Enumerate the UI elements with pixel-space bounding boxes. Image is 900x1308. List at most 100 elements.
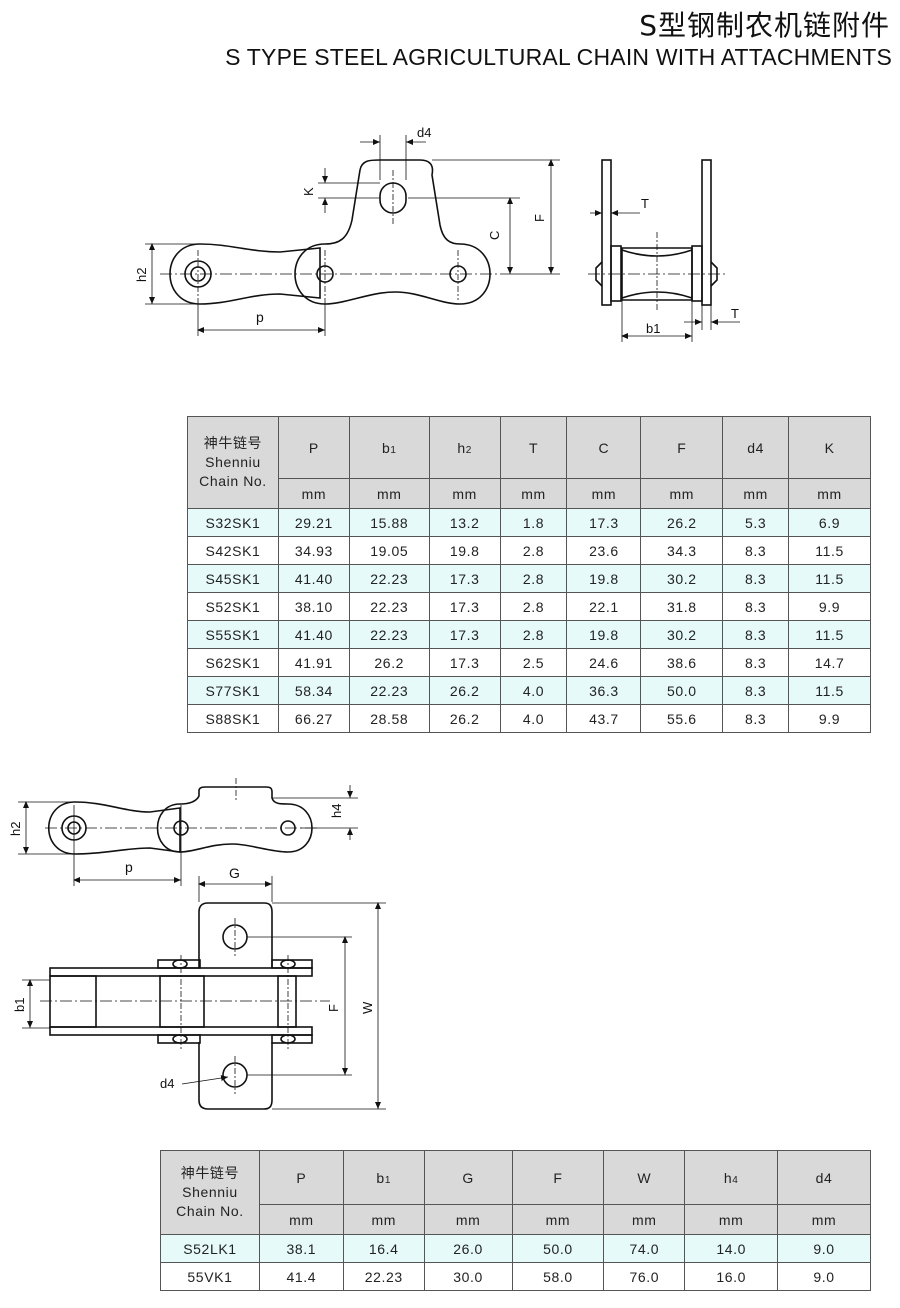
table-cell: 16.0 bbox=[684, 1262, 779, 1291]
table-cell: 8.3 bbox=[722, 620, 790, 649]
table-cell: 23.6 bbox=[566, 536, 642, 565]
label2-p: p bbox=[125, 859, 133, 875]
table1-unit: mm bbox=[788, 478, 871, 509]
label2-h4: h4 bbox=[329, 804, 344, 818]
label-t-bottom: T bbox=[731, 306, 739, 321]
table-cell: 11.5 bbox=[788, 536, 871, 565]
table-cell: 19.05 bbox=[348, 536, 430, 565]
table-cell: 2.8 bbox=[499, 592, 568, 621]
table-cell: 30.2 bbox=[640, 620, 724, 649]
table1-body: 神牛链号 Shenniu Chain No. P b1 h2 T C F d4 … bbox=[187, 416, 871, 733]
table-cell: 30.0 bbox=[423, 1262, 513, 1291]
table-cell: 1.8 bbox=[499, 508, 568, 537]
table1-header: P bbox=[277, 416, 350, 479]
table-cell: 28.58 bbox=[348, 704, 430, 733]
label2-f: F bbox=[326, 1004, 341, 1012]
chain-number-cell: S32SK1 bbox=[187, 508, 279, 537]
table1-header: h2 bbox=[428, 416, 501, 479]
table1-unit: mm bbox=[499, 478, 568, 509]
label-t-top: T bbox=[641, 196, 649, 211]
table-cell: 11.5 bbox=[788, 620, 871, 649]
table-cell: 17.3 bbox=[428, 592, 501, 621]
label2-h2: h2 bbox=[8, 822, 23, 836]
label-d4: d4 bbox=[417, 125, 431, 140]
table1-unit: mm bbox=[640, 478, 724, 509]
table-cell: 8.3 bbox=[722, 564, 790, 593]
table-cell: 2.8 bbox=[499, 564, 568, 593]
table-cell: 19.8 bbox=[428, 536, 501, 565]
table-cell: 66.27 bbox=[277, 704, 350, 733]
table-cell: 9.0 bbox=[777, 1262, 871, 1291]
table-cell: 2.8 bbox=[499, 620, 568, 649]
table-cell: 9.9 bbox=[788, 704, 871, 733]
table-cell: 55.6 bbox=[640, 704, 724, 733]
table1-header: F bbox=[640, 416, 724, 479]
table-cell: 16.4 bbox=[342, 1234, 425, 1263]
table-cell: 8.3 bbox=[722, 704, 790, 733]
table-cell: 11.5 bbox=[788, 676, 871, 705]
table-cell: 38.10 bbox=[277, 592, 350, 621]
table-cell: 29.21 bbox=[277, 508, 350, 537]
chain-number-cell: S88SK1 bbox=[187, 704, 279, 733]
table-cell: 8.3 bbox=[722, 676, 790, 705]
table-cell: 41.40 bbox=[277, 620, 350, 649]
table-cell: 13.2 bbox=[428, 508, 501, 537]
table-cell: 11.5 bbox=[788, 564, 871, 593]
label2-g: G bbox=[229, 865, 240, 881]
page-title-chinese: S型钢制农机链附件 bbox=[639, 9, 890, 42]
chain-link-side-view-2 bbox=[47, 786, 313, 855]
table-cell: 2.5 bbox=[499, 648, 568, 677]
table1-unit: mm bbox=[277, 478, 350, 509]
table-cell: 2.8 bbox=[499, 536, 568, 565]
table-cell: 5.3 bbox=[722, 508, 790, 537]
table-cell: 74.0 bbox=[603, 1234, 686, 1263]
table1-unit: mm bbox=[722, 478, 790, 509]
table-cell: 17.3 bbox=[428, 564, 501, 593]
table2-header: d4 bbox=[777, 1150, 871, 1205]
table-cell: 22.23 bbox=[348, 676, 430, 705]
table1-unit: mm bbox=[428, 478, 501, 509]
table-cell: 58.0 bbox=[511, 1262, 605, 1291]
table-cell: 38.1 bbox=[258, 1234, 344, 1263]
table-cell: 9.9 bbox=[788, 592, 871, 621]
table1-header: T bbox=[499, 416, 568, 479]
table-cell: 9.0 bbox=[777, 1234, 871, 1263]
table-cell: 19.8 bbox=[566, 620, 642, 649]
table-cell: 17.3 bbox=[566, 508, 642, 537]
spec-table-lk1: 神牛链号 Shenniu Chain No. P b1 G F W h4 d4 … bbox=[160, 1150, 871, 1291]
chain-number-cell: S77SK1 bbox=[187, 676, 279, 705]
table2-header: h4 bbox=[684, 1150, 779, 1205]
table-cell: 34.3 bbox=[640, 536, 724, 565]
label-c: C bbox=[487, 231, 502, 240]
table-cell: 34.93 bbox=[277, 536, 350, 565]
table1-unit: mm bbox=[348, 478, 430, 509]
table2-header: P bbox=[258, 1150, 344, 1205]
table2-header: b1 bbox=[342, 1150, 425, 1205]
table-cell: 26.0 bbox=[423, 1234, 513, 1263]
spec-table-sk1: 神牛链号 Shenniu Chain No. P b1 h2 T C F d4 … bbox=[187, 416, 871, 733]
table-cell: 22.1 bbox=[566, 592, 642, 621]
table-cell: 17.3 bbox=[428, 648, 501, 677]
corner-cn: 神牛链号 bbox=[203, 435, 263, 451]
chain-number-cell: S42SK1 bbox=[187, 536, 279, 565]
table2-unit: mm bbox=[603, 1204, 686, 1235]
label-b1: b1 bbox=[646, 321, 660, 336]
table-cell: 22.23 bbox=[348, 564, 430, 593]
table-cell: 22.23 bbox=[348, 592, 430, 621]
table2-corner: 神牛链号 Shenniu Chain No. bbox=[160, 1150, 260, 1235]
table-cell: 8.3 bbox=[722, 536, 790, 565]
table2-header: W bbox=[603, 1150, 686, 1205]
page-title-english: S TYPE STEEL AGRICULTURAL CHAIN WITH ATT… bbox=[225, 44, 892, 70]
table-cell: 26.2 bbox=[640, 508, 724, 537]
label-p: p bbox=[256, 309, 264, 325]
label-h2: h2 bbox=[134, 268, 149, 282]
table-cell: 26.2 bbox=[428, 676, 501, 705]
diagram-lk-attachment: h2 h4 p G b1 F bbox=[8, 778, 386, 1110]
table-cell: 14.0 bbox=[684, 1234, 779, 1263]
table-cell: 19.8 bbox=[566, 564, 642, 593]
chain-number-cell: S52LK1 bbox=[160, 1234, 260, 1263]
